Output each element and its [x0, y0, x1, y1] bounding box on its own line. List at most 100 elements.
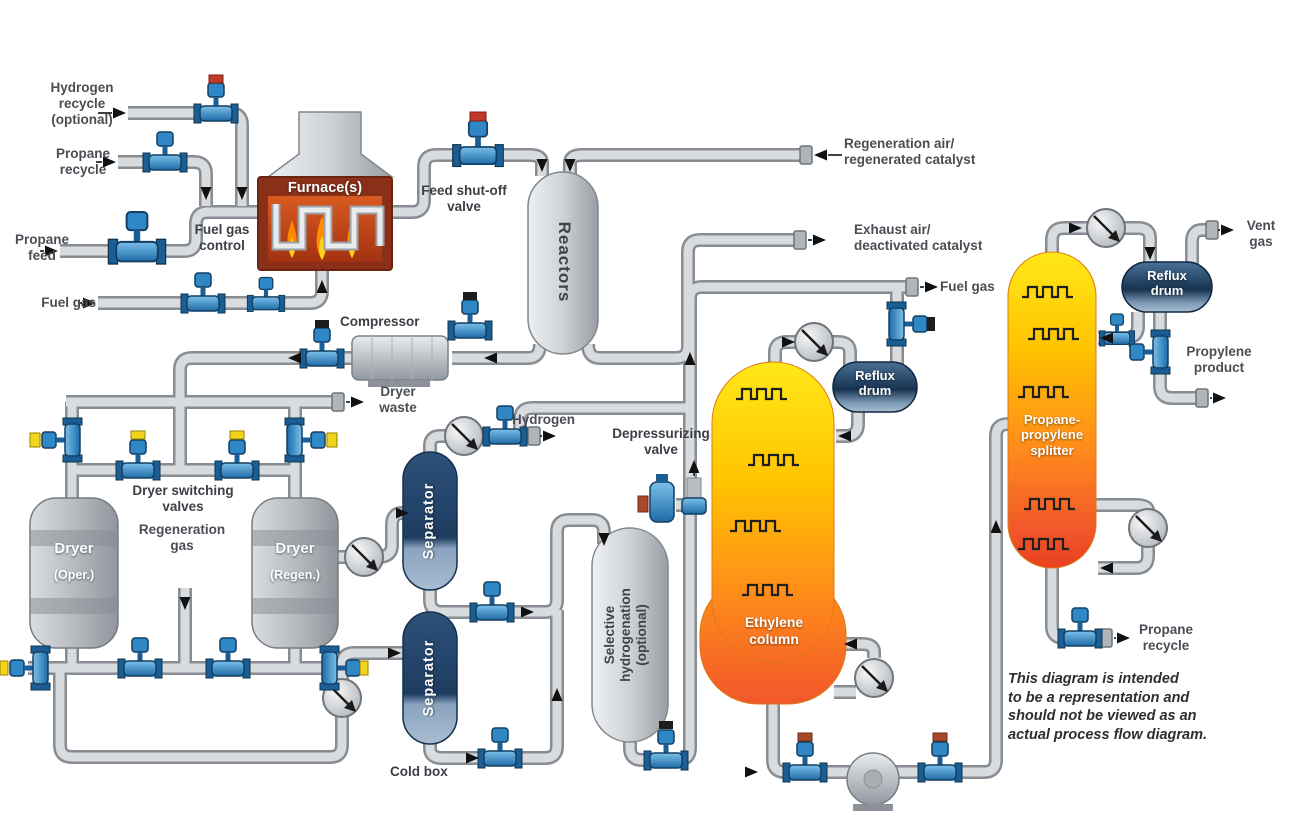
pipe-hydrogen-branch	[515, 403, 690, 436]
valve-drum2-reflux	[1098, 313, 1136, 347]
valve-dryer2-riser	[284, 417, 326, 463]
valve-separator1-bottoms	[469, 581, 515, 623]
label-selective-hydrogenation: Selective hydrogenation (optional)	[602, 588, 649, 682]
label-propylene-product: Propylene product	[1186, 344, 1252, 375]
cap-regen-air	[799, 145, 813, 165]
valve-bottoms-1	[782, 741, 828, 783]
pipe-end-caps	[331, 145, 1219, 648]
ethylene-column-vessel	[699, 361, 847, 705]
pipe-hx-to-separator2	[337, 648, 403, 680]
valve-fuel-gas-2	[246, 276, 286, 313]
reflux-drum-1-vessel	[832, 361, 918, 413]
valve-bottom-outer-left	[9, 645, 51, 691]
valve-feed-shutoff	[451, 119, 505, 168]
label-exhaust-air: Exhaust air/ deactivated catalyst	[854, 222, 983, 253]
label-cold-box: Cold box	[390, 764, 448, 779]
valve-compressor-suction	[447, 299, 493, 341]
cap-exhaust	[793, 230, 807, 250]
heat-exchanger-icon	[793, 321, 835, 363]
pipe-cold-loop	[53, 668, 349, 764]
valve-propane-feed	[107, 211, 167, 265]
pipe-propane-recycle-in	[118, 157, 211, 206]
label-feed-shutoff: Feed shut-off valve	[421, 183, 507, 214]
reflux-drum-2-vessel	[1121, 261, 1213, 313]
valve-switching-1	[115, 439, 161, 481]
pipe-splitter-bottoms	[1047, 568, 1100, 643]
control-valves	[0, 74, 1171, 783]
pipe-separator1-bottoms	[425, 515, 609, 617]
label-fuel-gas-out: Fuel gas	[940, 279, 995, 294]
label-reflux-drum-2: Reflux drum	[1147, 268, 1187, 298]
heat-exchanger-icon	[343, 536, 385, 578]
cap-hydrogen	[527, 426, 541, 446]
valve-switching-2	[214, 439, 260, 481]
cap-vent	[1205, 220, 1219, 240]
dryer-operating-vessel	[29, 497, 119, 649]
pipe-reactor-to-compressor	[452, 343, 545, 363]
label-hydrogen: Hydrogen	[512, 412, 576, 427]
label-dryer-switching-valves: Dryer switching valves	[132, 483, 234, 514]
label-compressor: Compressor	[340, 314, 420, 329]
label-regeneration-gas: Regeneration gas	[138, 522, 226, 553]
label-separator-1: Separator	[421, 482, 437, 560]
valve-separator2-bottoms	[477, 727, 523, 769]
pipe-eth-reboiler-return	[838, 639, 879, 658]
label-ethylene-column: Ethylene column	[744, 614, 804, 647]
label-fuel-gas-control: Fuel gas control	[194, 222, 250, 253]
valve-bottom-1	[117, 637, 163, 679]
valve-bottom-2	[205, 637, 251, 679]
label-hydrogen-recycle: Hydrogen recycle (optional)	[50, 80, 114, 127]
separator-1-vessel	[402, 451, 458, 591]
label-separator-2: Separator	[421, 639, 437, 717]
flow-arrows	[40, 107, 1234, 778]
valve-propane-recycle-out	[1057, 607, 1103, 649]
label-fuel-gas-in: Fuel gas	[41, 295, 96, 310]
label-propane-feed: Propane feed	[14, 232, 69, 263]
label-regeneration-air: Regeneration air/ regenerated catalyst	[844, 136, 976, 167]
valve-hydrogen-recycle	[193, 82, 239, 124]
pipe-feed-to-furnace	[162, 207, 258, 256]
label-vent-gas: Vent gas	[1246, 218, 1276, 249]
heat-exchanger-icon	[1127, 507, 1169, 549]
label-dryer-2: Dryer	[275, 540, 315, 557]
pump	[846, 752, 900, 811]
cap-product	[1195, 388, 1209, 408]
label-dryer-1-sub: (Oper.)	[53, 568, 95, 582]
label-reactors: Reactors	[555, 221, 574, 303]
depressurizing-valve-assembly	[637, 474, 707, 523]
selective-hydrogenation-vessel	[591, 527, 669, 743]
label-furnace: Furnace(s)	[287, 180, 363, 196]
heat-exchanger-icon	[853, 657, 895, 699]
pipe-cold-loop	[55, 668, 347, 762]
pipe-splitter-bottoms	[1045, 568, 1100, 645]
pipe-separator1-top	[425, 431, 448, 452]
separator-2-vessel	[402, 611, 458, 745]
label-reflux-drum-1: Reflux drum	[855, 368, 895, 398]
pipe-propylene-product	[1155, 312, 1196, 403]
heat-exchanger-icon	[443, 415, 485, 457]
label-dryer-2-sub: (Regen.)	[270, 568, 320, 582]
propane-propylene-splitter-vessel	[1007, 251, 1097, 569]
label-depressurizing-valve: Depressurizing valve	[612, 426, 710, 457]
cap-waste	[331, 392, 345, 412]
pipe-compressor-to-dryers	[173, 351, 352, 470]
pipe-compressor-to-dryers	[175, 353, 352, 470]
valve-dryer1-riser	[41, 417, 83, 463]
dryer-regenerating-vessel	[251, 497, 339, 649]
reactors-vessel	[527, 171, 599, 355]
pipe-vent	[1187, 225, 1207, 264]
valve-propane-recycle	[142, 131, 188, 173]
compressor	[351, 335, 449, 387]
heat-exchanger-icon	[1085, 207, 1127, 249]
pipe-ethylene-bottoms	[768, 419, 1009, 777]
pipe-regeneration-air	[565, 150, 800, 176]
major-equipment	[29, 111, 1213, 811]
diagram-disclaimer: This diagram is intended to be a represe…	[1008, 671, 1208, 743]
label-propane-recycle-in: Propane recycle	[55, 146, 110, 177]
label-dryer-waste: Dryer waste	[379, 384, 417, 415]
pipe-furnace-to-reactor	[392, 150, 547, 217]
valve-compressor-discharge	[299, 327, 345, 369]
valve-bottoms-2	[917, 741, 963, 783]
